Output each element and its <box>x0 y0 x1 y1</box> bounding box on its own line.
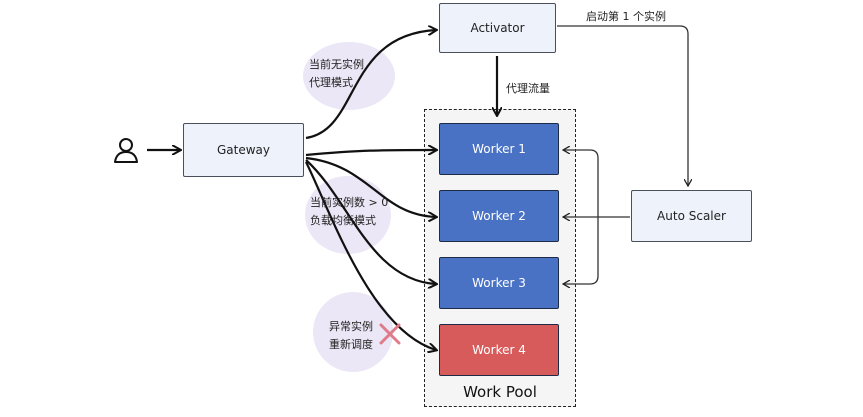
cross-icon <box>379 323 401 345</box>
gateway-node: Gateway <box>183 123 304 177</box>
auto-scaler-node: Auto Scaler <box>631 190 752 242</box>
autoscaler-to-worker1-connector <box>563 150 599 217</box>
no-instance-note-line1: 当前无实例 <box>309 58 364 71</box>
start-first-instance-label: 启动第 1 个实例 <box>586 10 666 23</box>
worker-4-node: Worker 4 <box>439 324 559 376</box>
no-instance-note-line2: 代理模式 <box>309 76 353 89</box>
worker-3-node: Worker 3 <box>439 257 559 309</box>
gateway-to-worker2-arrow <box>305 156 436 217</box>
load-balance-note-line2: 负载均衡模式 <box>310 214 376 227</box>
worker-2-node: Worker 2 <box>439 190 559 242</box>
gateway-to-worker4-arrow <box>305 161 436 350</box>
load-balance-note-line1: 当前实例数 > 0 <box>310 196 389 209</box>
reschedule-note-line1: 异常实例 <box>329 320 373 333</box>
worker-1-node: Worker 1 <box>439 123 559 175</box>
activator-to-autoscaler-connector <box>557 25 688 186</box>
proxy-traffic-label: 代理流量 <box>506 82 550 95</box>
gateway-to-activator-arrow <box>305 30 436 140</box>
autoscaler-to-worker3-connector <box>563 217 599 284</box>
gateway-to-worker1-arrow <box>305 150 436 157</box>
work-pool-label: Work Pool <box>463 383 537 401</box>
user-icon <box>114 138 138 163</box>
gateway-to-worker3-arrow <box>305 159 436 284</box>
reschedule-note-line2: 重新调度 <box>329 338 373 351</box>
activator-node: Activator <box>439 3 556 53</box>
